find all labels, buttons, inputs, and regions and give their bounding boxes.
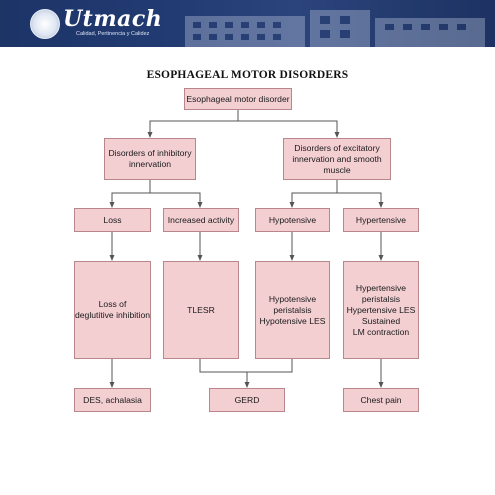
campus-building-image xyxy=(185,10,485,47)
university-tagline: Calidad, Pertinencia y Calidez xyxy=(76,31,150,37)
node-hypertensive: Hypertensive xyxy=(343,208,419,232)
node-loss: Loss xyxy=(74,208,151,232)
university-seal-icon xyxy=(30,9,60,39)
header-banner: Utmach Calidad, Pertinencia y Calidez xyxy=(0,0,495,47)
node-tlesr: TLESR xyxy=(163,261,239,359)
university-logo: Utmach xyxy=(63,6,163,32)
diagram-title: ESOPHAGEAL MOTOR DISORDERS xyxy=(146,69,349,81)
node-chest-pain: Chest pain xyxy=(343,388,419,412)
node-gerd: GERD xyxy=(209,388,285,412)
node-des-achalasia: DES, achalasia xyxy=(74,388,151,412)
node-hypotensive-peristalsis-les: Hypotensive peristalsis Hypotensive LES xyxy=(255,261,330,359)
node-hypotensive: Hypotensive xyxy=(255,208,330,232)
node-loss-of-deglutitive-inhibition: Loss of deglutitive inhibition xyxy=(74,261,151,359)
node-increased-activity: Increased activity xyxy=(163,208,239,232)
node-inhibitory-innervation: Disorders of inhibitory innervation xyxy=(104,138,196,180)
node-hypertensive-peristalsis-les: Hypertensive peristalsis Hypertensive LE… xyxy=(343,261,419,359)
node-esophageal-motor-disorder: Esophageal motor disorder xyxy=(184,88,292,110)
node-excitatory-innervation: Disorders of excitatory innervation and … xyxy=(283,138,391,180)
